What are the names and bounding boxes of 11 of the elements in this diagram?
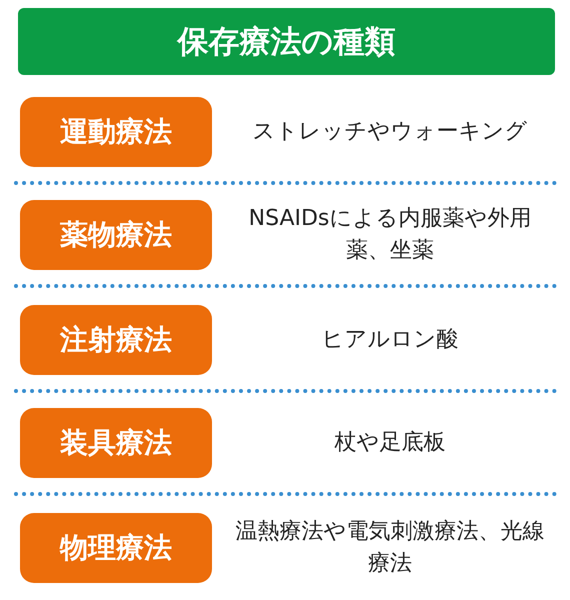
category-box: 薬物療法 — [20, 200, 212, 270]
description-text: 杖や足底板 — [334, 429, 446, 458]
category-box: 運動療法 — [20, 97, 212, 167]
title-banner: 保存療法の種類 — [18, 8, 555, 75]
category-box: 注射療法 — [20, 305, 212, 375]
description-text: NSAIDsによる内服薬や外用薬、坐薬 — [248, 205, 532, 265]
category-box: 物理療法 — [20, 513, 212, 583]
description-text: ストレッチやウォーキング — [252, 118, 528, 146]
category-box: 装具療法 — [20, 408, 212, 478]
description-text: 温熱療法や電気刺激療法、光線療法 — [235, 518, 545, 578]
description-text: ヒアルロン酸 — [322, 326, 458, 354]
